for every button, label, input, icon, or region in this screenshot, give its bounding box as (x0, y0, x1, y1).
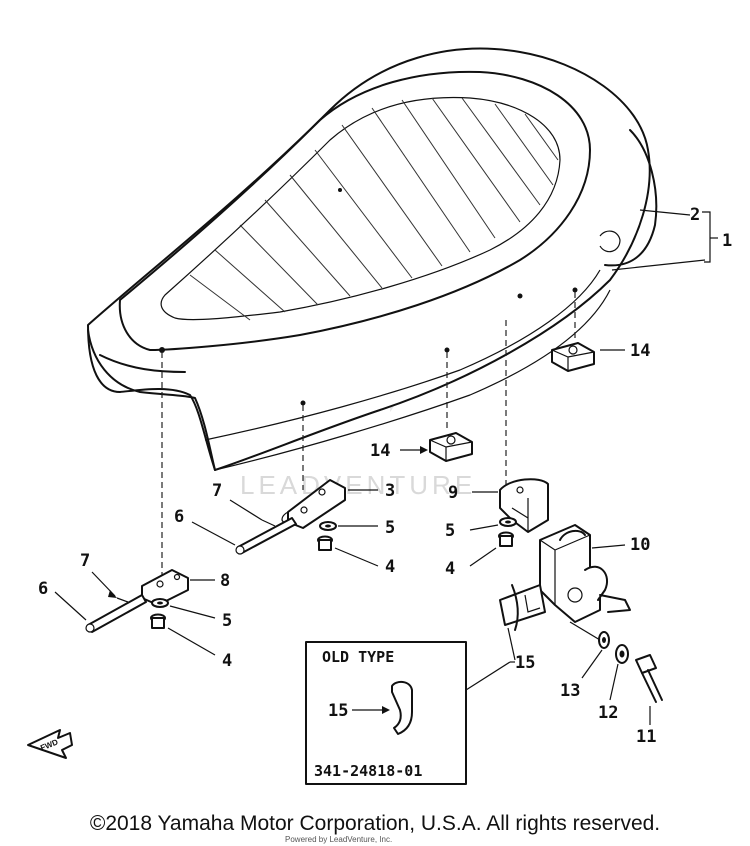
label-4-lower: 4 (222, 651, 232, 671)
label-6-lower: 6 (38, 579, 48, 599)
label-15: 15 (515, 653, 535, 673)
label-3: 3 (385, 481, 395, 501)
label-4-upper: 4 (385, 557, 395, 577)
leaders-1-2 (611, 209, 718, 271)
part-7-pin-upper (229, 499, 276, 527)
label-7-upper: 7 (212, 481, 222, 501)
seat-parts-diagram: LEADVENTURE (27, 47, 732, 785)
part-4-bolt-lower (150, 613, 216, 656)
assembly-lines (161, 292, 576, 590)
label-8: 8 (220, 571, 230, 591)
label-13: 13 (560, 681, 580, 701)
label-15-old: 15 (328, 701, 348, 721)
label-6-upper: 6 (174, 507, 184, 527)
part-12-nut (609, 644, 629, 701)
label-1: 1 (722, 231, 732, 251)
forward-arrow-icon: FWD (27, 729, 73, 759)
label-5-right: 5 (445, 521, 455, 541)
label-14-right: 14 (630, 341, 650, 361)
old-type-box: OLD TYPE 341-24818-01 (305, 641, 467, 785)
part-4-bolt-right (469, 531, 514, 567)
part-11-bolt (635, 654, 663, 725)
part-5-washer-upper (319, 521, 378, 531)
part-10-seat-lock (539, 524, 631, 623)
label-2: 2 (690, 205, 700, 225)
part-5-washer-lower (151, 598, 216, 619)
label-4-right: 4 (445, 559, 455, 579)
old-type-part-number: 341-24818-01 (314, 762, 422, 780)
label-5-lower: 5 (222, 611, 232, 631)
seat (87, 47, 658, 471)
label-12: 12 (598, 703, 618, 723)
label-5-upper: 5 (385, 518, 395, 538)
part-14-nut-center (400, 432, 473, 462)
old-type-title: OLD TYPE (322, 648, 394, 666)
leader-15 (465, 661, 515, 691)
part-7-pin-lower (91, 571, 129, 603)
powered-by-credit: Powered by LeadVenture, Inc. (285, 835, 393, 844)
label-14-center: 14 (370, 441, 390, 461)
label-7-lower: 7 (80, 551, 90, 571)
part-6-pin-lower (54, 591, 147, 633)
lock-guide-line (569, 621, 601, 641)
part-4-bolt-upper (317, 535, 379, 567)
watermark-text: LEADVENTURE (240, 470, 476, 500)
part-8-bracket (141, 569, 215, 606)
copyright-notice: ©2018 Yamaha Motor Corporation, U.S.A. A… (89, 812, 661, 835)
part-15-catch (499, 584, 546, 661)
label-10: 10 (630, 535, 650, 555)
part-5-washer-right (469, 517, 517, 531)
label-9: 9 (448, 483, 458, 503)
part-6-pin-upper (191, 517, 297, 555)
part-14-nut-right (551, 342, 625, 372)
label-11: 11 (636, 727, 656, 747)
part-13-washer (581, 631, 610, 679)
